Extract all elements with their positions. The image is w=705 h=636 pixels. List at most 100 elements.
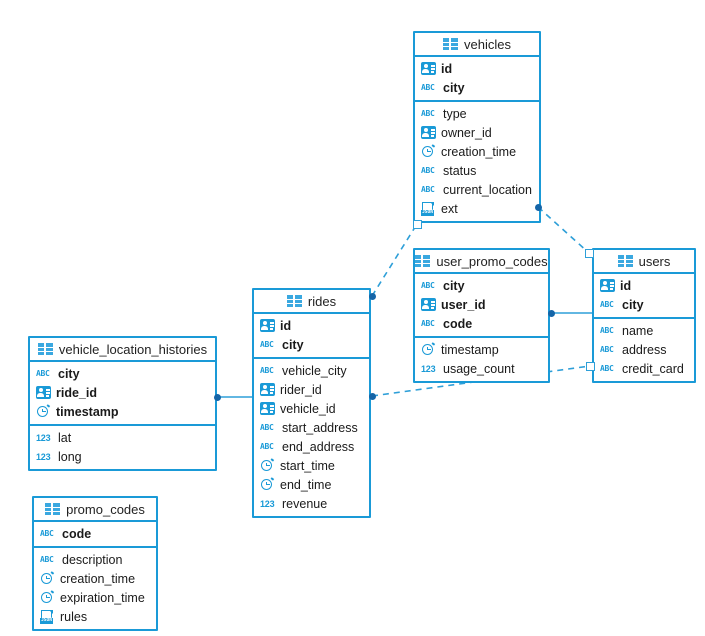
relationship-source-dot (534, 203, 542, 211)
abc-string-icon: ABC (600, 300, 614, 309)
clock-icon (260, 476, 275, 492)
abc-string-icon: ABC (40, 529, 54, 538)
person-badge-icon (260, 319, 275, 332)
clock-icon (260, 457, 275, 473)
field-row[interactable]: creation_time (34, 569, 156, 588)
table-name: users (638, 253, 671, 269)
json-document-icon: JSON (40, 610, 55, 624)
field-name: id (441, 61, 453, 76)
field-row[interactable]: rider_id (254, 380, 369, 399)
table-grid-icon (415, 255, 431, 267)
clock-icon (36, 403, 51, 419)
field-row[interactable]: expiration_time (34, 588, 156, 607)
relationship-rides-to-vehicles (371, 223, 418, 297)
field-row[interactable]: user_id (415, 295, 548, 314)
table-grid-icon (37, 343, 53, 355)
relationship-source-dot (547, 309, 555, 317)
field-name: credit_card (622, 361, 684, 376)
field-name: description (62, 552, 123, 567)
field-row[interactable]: id (415, 59, 539, 78)
table-name: vehicle_location_histories (58, 341, 208, 357)
field-name: start_time (280, 458, 335, 473)
field-row[interactable]: id (594, 276, 694, 295)
relationship-source-dot (213, 393, 221, 401)
abc-string-icon: ABC (260, 340, 274, 349)
field-name: type (443, 106, 467, 121)
abc-string-icon: ABC (260, 423, 274, 432)
field-name: start_address (282, 420, 358, 435)
field-row[interactable]: ride_id (30, 383, 215, 402)
field-name: timestamp (56, 404, 119, 419)
table-name: user_promo_codes (436, 253, 548, 269)
field-row[interactable]: owner_id (415, 123, 539, 142)
table-header[interactable]: vehicles (415, 33, 539, 57)
field-row[interactable]: timestamp (415, 340, 548, 359)
table-header[interactable]: rides (254, 290, 369, 314)
field-row[interactable]: ABC start_address (254, 418, 369, 437)
abc-string-icon: ABC (600, 326, 614, 335)
table-name: promo_codes (66, 501, 145, 517)
field-name: expiration_time (60, 590, 145, 605)
field-name: ext (441, 201, 458, 216)
field-row[interactable]: end_time (254, 475, 369, 494)
field-name: city (622, 297, 644, 312)
table-grid-icon (443, 38, 459, 50)
field-row[interactable]: vehicle_id (254, 399, 369, 418)
field-row[interactable]: start_time (254, 456, 369, 475)
field-name: creation_time (60, 571, 136, 586)
relationship-user_promo_codes-to-vehicles (537, 206, 590, 254)
table-header[interactable]: promo_codes (34, 498, 156, 522)
field-row[interactable]: creation_time (415, 142, 539, 161)
abc-string-icon: ABC (421, 109, 435, 118)
abc-string-icon: ABC (260, 442, 274, 451)
field-row[interactable]: ABC description (34, 550, 156, 569)
abc-string-icon: ABC (421, 319, 435, 328)
field-name: rider_id (280, 382, 322, 397)
abc-string-icon: ABC (40, 555, 54, 564)
field-name: long (58, 449, 82, 464)
field-row[interactable]: id (254, 316, 369, 335)
table-header[interactable]: user_promo_codes (415, 250, 548, 274)
abc-string-icon: ABC (421, 281, 435, 290)
field-row[interactable]: ABC city (594, 295, 694, 314)
field-row[interactable]: timestamp (30, 402, 215, 421)
field-name: city (58, 366, 80, 381)
field-name: id (280, 318, 292, 333)
person-badge-icon (260, 402, 275, 415)
field-row[interactable]: ABC type (415, 104, 539, 123)
table-header[interactable]: users (594, 250, 694, 274)
relationship-source-dot (368, 292, 376, 300)
table-header[interactable]: vehicle_location_histories (30, 338, 215, 362)
